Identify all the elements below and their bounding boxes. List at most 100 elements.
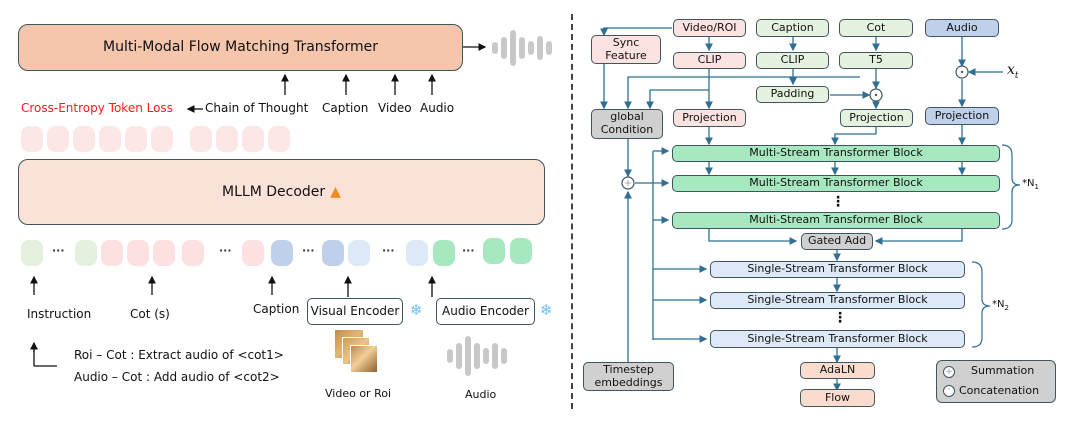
- multi-stream-block: Multi-Stream Transformer Block: [672, 145, 1000, 162]
- caption-token: [242, 240, 264, 266]
- adaln-box: AdaLN: [800, 362, 875, 379]
- video-or-roi-label: Video or Roi: [325, 387, 391, 400]
- visual-token-light: [406, 240, 428, 266]
- video-projection: Projection: [673, 109, 746, 127]
- mllm-decoder: MLLM Decoder ▲: [18, 159, 545, 225]
- output-token: [242, 126, 264, 152]
- input-cot-label: Cot: [866, 20, 886, 34]
- cross-entropy-loss-label: Cross-Entropy Token Loss: [21, 101, 173, 115]
- output-waveform-icon: [492, 30, 552, 66]
- global-condition: global Condition: [591, 109, 663, 139]
- ellipsis: ···: [382, 244, 395, 257]
- visual-token-light: [348, 240, 370, 266]
- text-projection-label: Projection: [849, 110, 904, 124]
- note-roi-cot: Roi – Cot : Extract audio of <cot1>: [74, 348, 284, 362]
- legend-concatenation: Concatenation: [959, 384, 1040, 397]
- output-token: [73, 126, 95, 152]
- flow-input-cot: Chain of Thought: [205, 101, 309, 115]
- gated-add: Gated Add: [801, 233, 873, 250]
- cot-token: [153, 240, 175, 266]
- adaln-label: AdaLN: [819, 363, 856, 377]
- input-video-roi: Video/ROI: [673, 19, 746, 37]
- audio-projection: Projection: [925, 107, 999, 125]
- flow-matching-transformer-label: Multi-Modal Flow Matching Transformer: [103, 39, 378, 56]
- xt-label: xt: [1007, 62, 1019, 81]
- n1-brace: [1001, 144, 1021, 230]
- audio-token: [510, 238, 532, 264]
- flow-matching-transformer: Multi-Modal Flow Matching Transformer: [18, 24, 463, 71]
- output-token: [190, 126, 212, 152]
- instruction-token: [75, 240, 97, 266]
- gated-add-label: Gated Add: [807, 234, 867, 248]
- ellipsis: ···: [462, 244, 475, 257]
- cot-label: Cot (s): [130, 307, 170, 321]
- caption-clip-encoder: CLIP: [756, 52, 829, 69]
- cot-token: [127, 240, 149, 266]
- output-token: [268, 126, 290, 152]
- global-condition-label: global Condition: [600, 110, 654, 136]
- output-token: [21, 126, 43, 152]
- audio-projection-label: Projection: [934, 108, 990, 122]
- output-token: [216, 126, 238, 152]
- output-token: [125, 126, 147, 152]
- fire-icon: ▲: [330, 183, 341, 200]
- instruction-token: [21, 240, 43, 266]
- n1-label: *N1: [1022, 178, 1039, 191]
- output-token: [47, 126, 69, 152]
- ellipsis: ···: [302, 244, 315, 257]
- audio-encoder-label: Audio Encoder: [442, 303, 529, 318]
- audio-label: Audio: [465, 388, 497, 401]
- audio-token: [433, 240, 455, 266]
- input-caption-label: Caption: [771, 20, 814, 34]
- output-token: [99, 126, 121, 152]
- legend: + Summation · Concatenation: [936, 360, 1056, 403]
- sync-feature-label: Sync Feature: [605, 35, 647, 62]
- text-projection: Projection: [840, 109, 913, 127]
- cot-token: [182, 240, 204, 266]
- video-projection-label: Projection: [682, 110, 737, 124]
- caption-clip-label: CLIP: [780, 53, 805, 67]
- visual-encoder-label: Visual Encoder: [310, 303, 400, 318]
- audio-waveform-icon: [447, 336, 507, 376]
- flow-input-video: Video: [378, 101, 412, 115]
- n2-brace: [971, 261, 991, 348]
- video-clip-label: CLIP: [697, 53, 722, 67]
- ellipsis: ···: [52, 244, 65, 257]
- flow-label: Flow: [824, 390, 851, 404]
- flow-box: Flow: [800, 389, 875, 407]
- snowflake-icon: ❄: [410, 301, 423, 319]
- timestep-label: Timestep embeddings: [594, 362, 663, 389]
- flow-input-audio: Audio: [420, 101, 455, 115]
- sync-feature: Sync Feature: [591, 35, 661, 64]
- padding-box: Padding: [756, 86, 829, 103]
- multi-stream-block: Multi-Stream Transformer Block: [672, 212, 1000, 229]
- single-stream-block: Single-Stream Transformer Block: [710, 330, 965, 348]
- input-caption: Caption: [756, 19, 829, 37]
- cot-t5-label: T5: [869, 53, 883, 67]
- visual-token: [271, 240, 293, 266]
- audio-token: [483, 238, 505, 264]
- cot-t5-encoder: T5: [839, 52, 913, 69]
- visual-token: [322, 240, 344, 266]
- audio-encoder: Audio Encoder: [436, 298, 535, 325]
- legend-summation: Summation: [971, 364, 1035, 377]
- caption-label: Caption: [253, 302, 300, 316]
- input-audio-label: Audio: [946, 20, 978, 34]
- input-audio: Audio: [925, 19, 999, 37]
- timestep-embeddings: Timestep embeddings: [583, 362, 674, 391]
- cot-token: [101, 240, 123, 266]
- visual-encoder: Visual Encoder: [307, 298, 403, 325]
- n2-label: *N2: [992, 299, 1009, 312]
- padding-label: Padding: [770, 87, 815, 101]
- video-clip-encoder: CLIP: [673, 52, 746, 69]
- ellipsis: ···: [219, 244, 232, 257]
- vertical-ellipsis: ⋮: [831, 194, 845, 210]
- panel-divider: [571, 14, 573, 409]
- input-video-roi-label: Video/ROI: [682, 20, 737, 34]
- flow-input-caption: Caption: [322, 101, 369, 115]
- note-audio-cot: Audio – Cot : Add audio of <cot2>: [74, 370, 280, 384]
- vertical-ellipsis: ⋮: [833, 310, 847, 326]
- concatenation-icon: ·: [943, 385, 955, 397]
- multi-stream-block: Multi-Stream Transformer Block: [672, 175, 1000, 192]
